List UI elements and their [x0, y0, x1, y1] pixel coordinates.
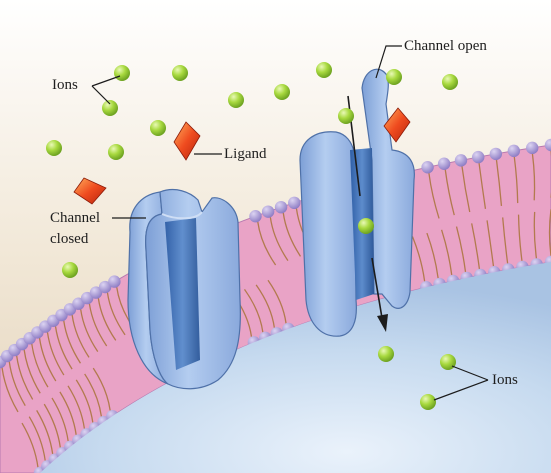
label-channel-closed-line2: closed: [50, 231, 88, 248]
ion: [274, 84, 290, 100]
ion: [440, 354, 456, 370]
ion: [150, 120, 166, 136]
ion: [420, 394, 436, 410]
ion: [338, 108, 354, 124]
ion: [442, 74, 458, 90]
ion: [386, 69, 402, 85]
label-ions-extracellular: Ions: [52, 77, 78, 94]
lipid-head: [275, 201, 287, 213]
lipid-head: [508, 145, 520, 157]
ion: [108, 144, 124, 160]
lipid-head: [490, 148, 502, 160]
ion: [114, 65, 130, 81]
lipid-head: [438, 158, 450, 170]
label-channel-closed-line1: Channel: [50, 210, 100, 227]
lipid-head: [288, 197, 300, 209]
ion: [378, 346, 394, 362]
ion: [172, 65, 188, 81]
ion: [62, 262, 78, 278]
label-ions-intracellular: Ions: [492, 372, 518, 389]
label-ligand: Ligand: [224, 146, 267, 163]
lipid-head: [108, 275, 120, 287]
ion: [46, 140, 62, 156]
ion: [358, 218, 374, 234]
ion: [316, 62, 332, 78]
lipid-head: [421, 161, 433, 173]
channel-closed-protein: [128, 190, 240, 389]
lipid-head: [249, 210, 261, 222]
ion: [228, 92, 244, 108]
label-channel-open: Channel open: [404, 38, 487, 55]
lipid-head: [262, 205, 274, 217]
ion: [102, 100, 118, 116]
lipid-head: [472, 151, 484, 163]
lipid-head: [455, 154, 467, 166]
lipid-head: [526, 142, 538, 154]
